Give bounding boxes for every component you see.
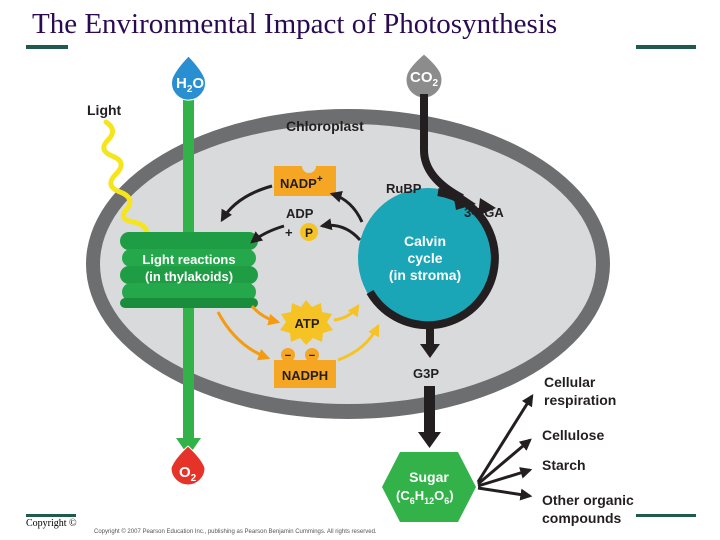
light-label: Light — [87, 102, 122, 118]
arrow-atp-to-calvin — [333, 304, 360, 322]
nadp-box: NADP+ — [274, 166, 336, 196]
phosphate-icon — [300, 223, 318, 241]
bottom-rule-left — [26, 514, 76, 517]
cellulose-label: Cellulose — [542, 427, 604, 443]
thylakoids-label: (in thylakoids) — [145, 269, 233, 284]
adp-label: ADP — [286, 206, 314, 221]
svg-text:H2O: H2O — [176, 75, 204, 95]
arrow-calvin-to-adp — [329, 191, 364, 223]
svg-text:Sugar: Sugar — [409, 469, 449, 485]
pga-label: 3-PGA — [464, 205, 504, 220]
cycle-label: cycle — [407, 250, 442, 266]
publisher-credit: Copyright © 2007 Pearson Education Inc.,… — [94, 529, 377, 535]
svg-text:(C6H12O6): (C6H12O6) — [396, 488, 454, 506]
svg-text:NADP+: NADP+ — [280, 174, 323, 191]
copyright-text: Copyright © — [26, 518, 77, 529]
other-organic-label: Other organic — [542, 492, 634, 508]
chloroplast-label: Chloroplast — [286, 118, 364, 134]
light-reactions-label: Light reactions — [142, 252, 235, 267]
slide-title: The Environmental Impact of Photosynthes… — [32, 8, 558, 40]
g3p-label: G3P — [413, 366, 439, 381]
arrow-to-respiration — [476, 393, 534, 483]
compounds-label: compounds — [542, 510, 622, 526]
rubp-label: RuBP — [386, 181, 422, 196]
arrow-to-other — [477, 486, 533, 501]
calvin-cycle-circle — [358, 188, 498, 328]
calvin-cycle-ring — [366, 188, 499, 330]
starch-label: Starch — [542, 457, 586, 473]
nadph-box: − − NADPH — [274, 348, 336, 388]
o2-icon: O2 — [170, 445, 206, 486]
arrow-to-starch — [477, 467, 533, 488]
svg-text:CO2: CO2 — [410, 69, 439, 89]
h2o-icon: H2O — [171, 55, 206, 101]
co2-arrowhead — [452, 188, 476, 210]
sugar-arrowhead — [418, 432, 441, 448]
svg-text:−: − — [285, 350, 291, 362]
arrow-calvin-to-nadp — [220, 184, 273, 223]
title-rule-right — [636, 45, 696, 49]
svg-text:−: − — [309, 350, 315, 362]
thylakoid-stack — [120, 232, 258, 308]
svg-text:ATP: ATP — [294, 316, 319, 331]
calvin-ring-arrowhead — [478, 198, 496, 216]
svg-text:O2: O2 — [179, 464, 197, 484]
arrow-to-cellulose — [477, 438, 532, 486]
arrow-to-atp — [250, 305, 281, 326]
phosphate-label: P — [305, 226, 313, 240]
chloroplast-inner — [100, 124, 596, 404]
stroma-label: (in stroma) — [389, 267, 461, 283]
sugar-arrow — [424, 386, 435, 436]
co2-icon: CO2 — [405, 53, 443, 99]
calvin-label: Calvin — [404, 233, 446, 249]
arrow-calvin-to-p — [319, 218, 362, 242]
sugar-hexagon: Sugar (C6H12O6) — [382, 452, 476, 522]
arrow-adp-to-thylakoid — [250, 224, 285, 244]
arrow-to-nadph — [216, 311, 271, 361]
atp-burst: ATP — [280, 300, 333, 345]
light-squiggle — [101, 119, 150, 241]
bottom-rule-right — [636, 514, 696, 517]
respiration-label: respiration — [544, 392, 616, 408]
g3p-arrowhead — [420, 344, 440, 358]
plus-sign: + — [285, 225, 293, 240]
title-rule-left — [26, 45, 68, 49]
arrow-nadph-to-calvin — [337, 323, 380, 362]
cellular-label: Cellular — [544, 374, 596, 390]
svg-text:NADPH: NADPH — [282, 368, 328, 383]
